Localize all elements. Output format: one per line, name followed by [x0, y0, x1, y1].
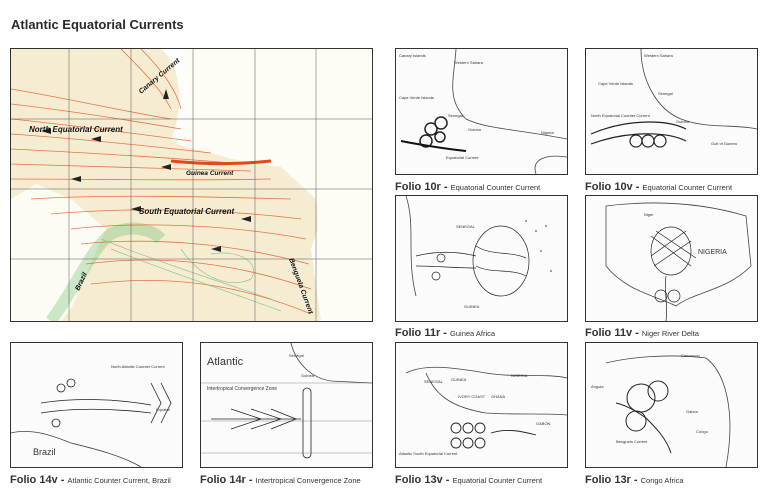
caption-separator: -: [630, 474, 641, 486]
folio-13v-sketch: SENEGAL GUINEA NIGERIA IVORY COAST GHANA…: [395, 342, 568, 468]
folio-13r-sketch: Cameroon Gabon Congo Angola Benguela Cur…: [585, 342, 758, 468]
caption-folio-id: Folio 14v: [10, 474, 58, 486]
f10r-label: Canary Islands: [399, 53, 426, 58]
f13v-label: NIGERIA: [511, 373, 528, 378]
f10r-label: Senegal: [448, 113, 463, 118]
caption-folio-14r: Folio 14r - Intertropical Convergence Zo…: [200, 470, 361, 488]
caption-folio-10v: Folio 10v - Equatorial Counter Current: [585, 177, 732, 195]
f10r-label: Guinea: [468, 127, 482, 132]
caption-separator: -: [440, 181, 451, 193]
caption-folio-id: Folio 10v: [585, 181, 633, 193]
page-title: Atlantic Equatorial Currents: [11, 17, 184, 32]
folio-14r-sketch: Atlantic Intertropical Convergence Zone …: [200, 342, 373, 468]
f13v-label: IVORY COAST: [458, 394, 486, 399]
caption-desc: Niger River Delta: [641, 329, 699, 338]
caption-separator: -: [442, 474, 453, 486]
f14v-label: North Atlantic Counter Current: [111, 364, 165, 369]
f10r-label: Cape Verde Islands: [399, 95, 434, 100]
f13v-label: GABON: [536, 421, 551, 426]
f14r-label: Atlantic: [207, 356, 244, 368]
caption-desc: Intertropical Convergence Zone: [255, 476, 361, 485]
f10v-label: Guinea: [676, 119, 690, 124]
caption-folio-id: Folio 11v: [585, 327, 633, 339]
caption-folio-13v: Folio 13v - Equatorial Counter Current: [395, 470, 542, 488]
f11v-label: Niger: [644, 212, 654, 217]
caption-separator: -: [57, 474, 68, 486]
f14v-label: Brazil: [33, 447, 56, 457]
folio-14v-sketch: North Atlantic Counter Current Equator B…: [10, 342, 183, 468]
f10r-label: Western Sahara: [454, 60, 484, 65]
current-map: North Equatorial Current Canary Current …: [10, 48, 373, 322]
f14r-label: Guinea: [301, 373, 315, 378]
caption-folio-10r: Folio 10r - Equatorial Counter Current: [395, 177, 540, 195]
f13r-label: Cameroon: [681, 353, 700, 358]
caption-separator: -: [245, 474, 256, 486]
caption-desc: Guinea Africa: [450, 329, 496, 338]
f13r-label: Angola: [591, 384, 604, 389]
caption-separator: -: [632, 327, 642, 339]
caption-folio-id: Folio 10r: [395, 181, 441, 193]
caption-desc: Equatorial Counter Current: [642, 183, 733, 192]
caption-separator: -: [632, 181, 643, 193]
caption-folio-11r: Folio 11r - Guinea Africa: [395, 323, 495, 341]
folio-11v-sketch: NIGERIA Niger: [585, 195, 758, 322]
f10v-label: Western Sahara: [644, 53, 674, 58]
map-label-north-equatorial: North Equatorial Current: [29, 125, 123, 134]
f11r-label: GUINEA: [464, 304, 480, 309]
f13r-label: Benguela Current: [616, 439, 648, 444]
caption-folio-14v: Folio 14v - Atlantic Counter Current, Br…: [10, 470, 171, 488]
current-map-graphic: North Equatorial Current Canary Current …: [11, 49, 372, 321]
f10v-label: North Equatorial Counter Current: [591, 113, 651, 118]
f13v-label: GHANA: [491, 394, 506, 399]
caption-folio-id: Folio 11r: [395, 327, 441, 339]
f13v-label: GUINEA: [451, 377, 467, 382]
folio-11r-sketch: SENEGAL GUINEA: [395, 195, 568, 322]
f13v-label: Atlantic South Equatorial Current: [399, 451, 458, 456]
f14r-label: Intertropical Convergence Zone: [207, 386, 277, 392]
folio-10v-sketch: Western Sahara Cape Verde Islands Senega…: [585, 48, 758, 175]
f14v-label: Equator: [156, 407, 171, 412]
f10v-label: Cape Verde Islands: [598, 81, 633, 86]
f13v-label: SENEGAL: [424, 379, 444, 384]
f11r-label: SENEGAL: [456, 224, 476, 229]
f14r-label: Senegal: [289, 353, 304, 358]
caption-desc: Equatorial Counter Current: [452, 476, 543, 485]
caption-folio-id: Folio 13r: [585, 474, 631, 486]
f10v-label: Gulf of Guinea: [711, 141, 738, 146]
caption-separator: -: [440, 327, 451, 339]
caption-folio-id: Folio 14r: [200, 474, 246, 486]
f13r-label: Gabon: [686, 409, 698, 414]
caption-desc: Congo Africa: [640, 476, 684, 485]
map-label-south-equatorial: South Equatorial Current: [139, 207, 234, 216]
f13r-label: Congo: [696, 429, 709, 434]
f10r-label: Nigeria: [541, 130, 554, 135]
f10r-label: Equatorial Current: [446, 155, 479, 160]
caption-folio-id: Folio 13v: [395, 474, 443, 486]
caption-folio-13r: Folio 13r - Congo Africa: [585, 470, 684, 488]
folio-10r-sketch: Canary Islands Western Sahara Cape Verde…: [395, 48, 568, 175]
f10v-label: Senegal: [658, 91, 673, 96]
caption-desc: Atlantic Counter Current, Brazil: [67, 476, 171, 485]
caption-folio-11v: Folio 11v - Niger River Delta: [585, 323, 699, 341]
f11v-label: NIGERIA: [698, 249, 727, 256]
caption-desc: Equatorial Counter Current: [450, 183, 541, 192]
map-label-guinea: Guinea Current: [186, 170, 234, 177]
